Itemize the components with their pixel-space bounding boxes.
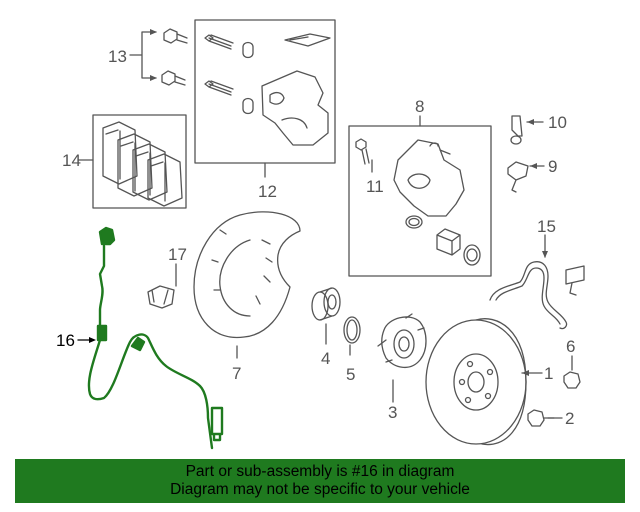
bolt-13-part [161, 28, 188, 86]
callout-9: 9 [548, 157, 557, 176]
callout-10: 10 [548, 113, 567, 132]
bearing-4-part [311, 287, 341, 321]
brake-pads-14-part [102, 121, 183, 207]
exploded-brake-diagram: 13 12 14 8 11 10 9 15 17 7 4 5 3 1 6 2 1… [56, 19, 585, 450]
box-8 [348, 125, 492, 277]
callout-12: 12 [258, 182, 277, 201]
brake-disc-1-part [425, 318, 527, 446]
dust-shield-7-part [193, 211, 301, 339]
caliper-8-part [355, 138, 481, 266]
box-14 [92, 114, 187, 209]
part-notice-line1: Part or sub-assembly is #16 in diagram [185, 463, 455, 480]
lug-nut-6-part [563, 371, 581, 389]
callout-4: 4 [321, 349, 330, 368]
hub-3-part [377, 313, 427, 368]
callout-17: 17 [168, 245, 187, 264]
part-notice-banner: Part or sub-assembly is #16 in diagram D… [15, 459, 625, 503]
callout-13: 13 [108, 47, 127, 66]
brake-hose-15-part [489, 261, 585, 330]
callout-5: 5 [346, 365, 355, 384]
callout-1: 1 [544, 364, 553, 383]
bleeder-cap-10-part [510, 115, 523, 145]
box-12 [194, 19, 336, 164]
callout-16: 16 [56, 331, 75, 350]
callout-3: 3 [388, 403, 397, 422]
caliper-bracket-12-part [204, 33, 331, 146]
part-notice-line2: Diagram may not be specific to your vehi… [170, 481, 470, 498]
leader-13 [129, 31, 157, 79]
callout-15: 15 [537, 217, 556, 236]
bleeder-screw-9-part [507, 161, 529, 193]
callout-7: 7 [232, 364, 241, 383]
callout-2: 2 [565, 409, 574, 428]
clip-17-part [147, 285, 175, 309]
snap-ring-5-part [343, 316, 361, 344]
callout-8: 8 [415, 97, 424, 116]
abs-sensor-16-part [87, 226, 224, 450]
callout-6: 6 [566, 337, 575, 356]
callout-11: 11 [366, 177, 384, 196]
callout-14: 14 [62, 151, 81, 170]
